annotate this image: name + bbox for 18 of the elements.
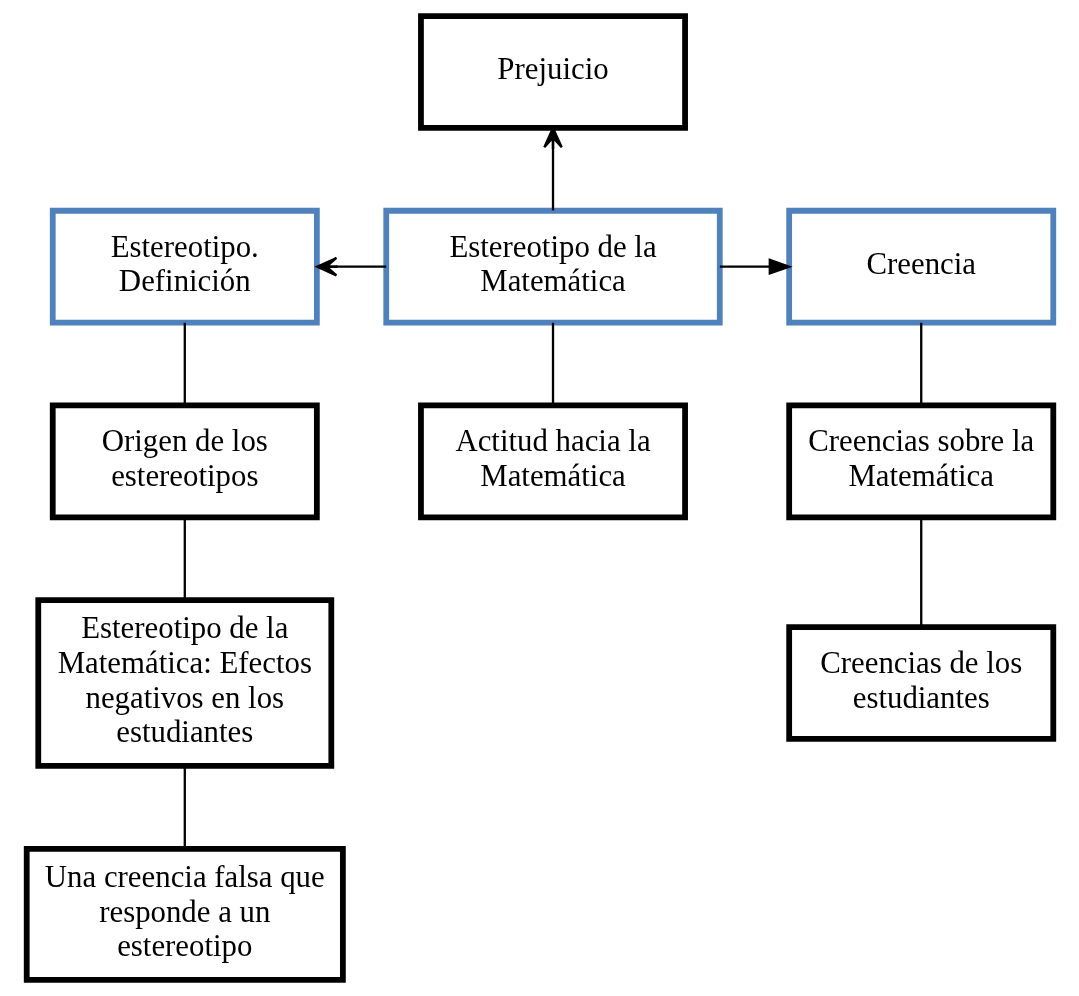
node-box: Estereotipo de la Matemática [382, 207, 723, 326]
connector [551, 322, 554, 406]
node-box: Creencias de los estudiantes [785, 624, 1056, 742]
node-box: Una creencia falsa que responde a un estereotipo [23, 846, 346, 983]
node-box: Prejuicio [417, 13, 688, 131]
node-box: Origen de los estereotipos [49, 402, 320, 521]
node-box: Actitud hacia la Matemática [417, 402, 688, 521]
node-box: Estereotipo. Definición [49, 207, 320, 326]
connector [919, 517, 922, 627]
arrow [719, 258, 793, 276]
arrow [315, 256, 386, 277]
connector [183, 766, 186, 849]
node-box: Estereotipo de la Matemática: Efectos negativos en los estudiantes [34, 597, 334, 769]
connector [919, 322, 922, 406]
node-box: Creencia [785, 207, 1056, 326]
node-box: Creencias sobre la Matemática [785, 402, 1056, 521]
connector [183, 322, 186, 406]
connector [183, 517, 186, 600]
